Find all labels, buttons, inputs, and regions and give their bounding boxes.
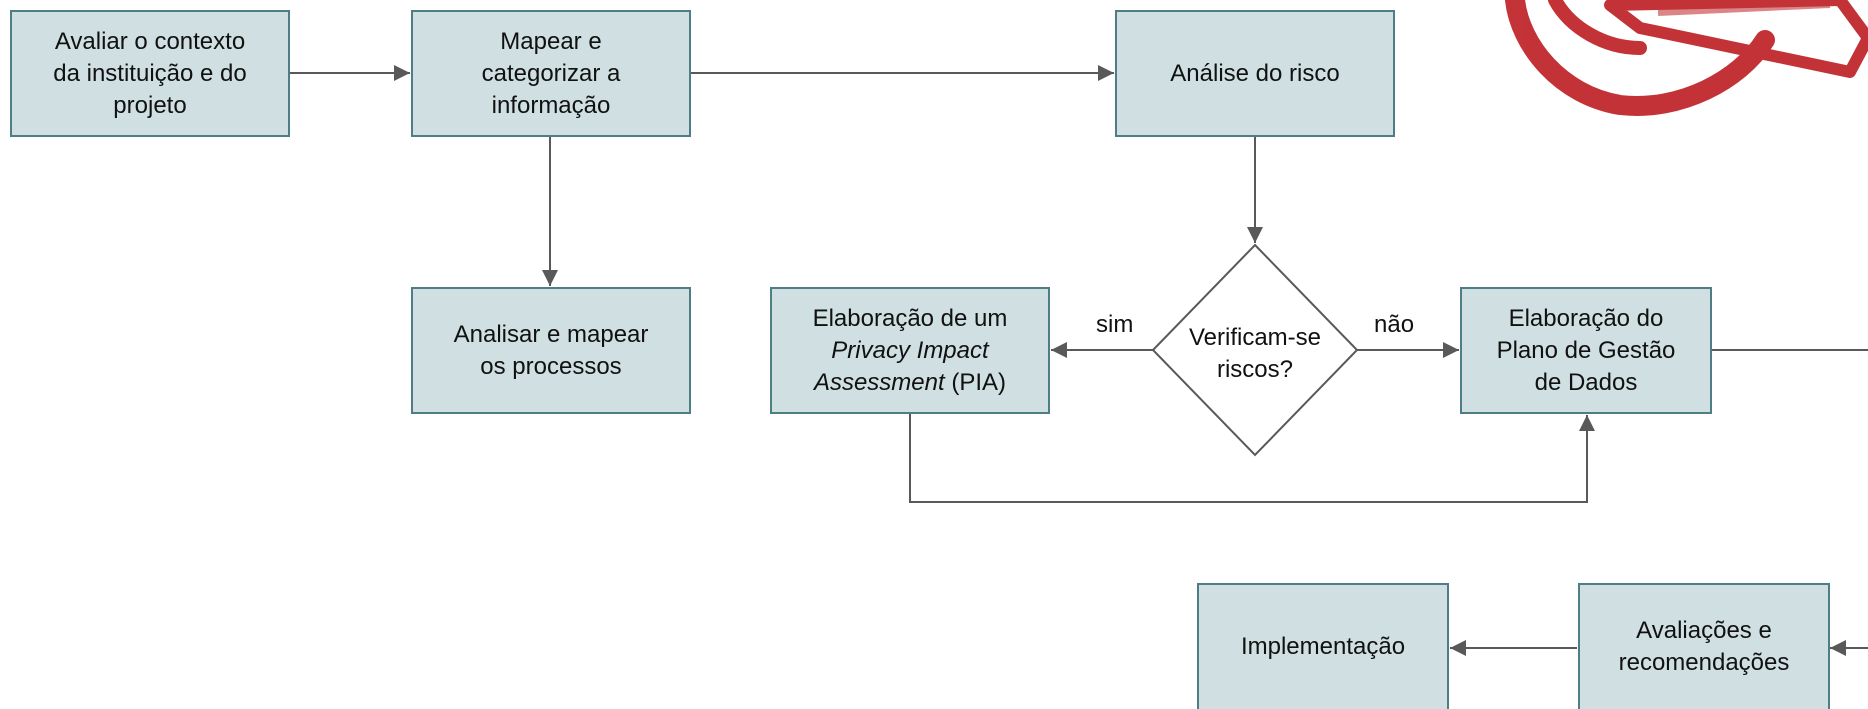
edge-label-no: não xyxy=(1374,311,1415,338)
node-text: Privacy Impact xyxy=(831,336,989,364)
node-text: categorizar a xyxy=(481,59,621,87)
node-text: Elaboração do xyxy=(1508,304,1664,332)
node-text: Analisar e mapear xyxy=(453,320,649,348)
node-analyze-processes: Analisar e mapear os processos xyxy=(411,287,691,414)
node-text: Plano de Gestão xyxy=(1496,336,1676,364)
node-text: riscos? xyxy=(1216,356,1294,383)
node-text: Avaliar o contexto xyxy=(54,27,246,55)
node-text: Implementação xyxy=(1240,633,1406,660)
node-text: Análise do risco xyxy=(1170,59,1340,87)
node-text: Verificam-se xyxy=(1188,324,1322,351)
node-data-management-plan: Elaboração do Plano de Gestão de Dados xyxy=(1460,287,1712,414)
node-text: Elaboração de um xyxy=(812,304,1008,332)
node-text: da instituição e do xyxy=(53,59,247,87)
stamp-icon xyxy=(1505,0,1868,116)
decision-text: Verificam-se riscos? xyxy=(1165,322,1345,386)
node-map-categorize: Mapear e categorizar a informação xyxy=(411,10,691,137)
edge-label-yes: sim xyxy=(1096,311,1134,338)
decision-diamond xyxy=(1151,243,1359,457)
node-text: os processos xyxy=(480,352,622,380)
node-text: recomendações xyxy=(1618,649,1790,676)
node-text: projeto xyxy=(113,91,187,119)
node-implementation: Implementação xyxy=(1197,583,1449,709)
node-text: de Dados xyxy=(1534,368,1638,396)
node-text: Mapear e xyxy=(500,27,602,55)
node-text: (PIA) xyxy=(944,368,1007,396)
edge-n5-n6 xyxy=(909,413,1595,503)
node-risk-analysis: Análise do risco xyxy=(1115,10,1395,137)
node-text: informação xyxy=(491,91,611,119)
node-text: Avaliações e xyxy=(1636,617,1772,644)
node-text: Assessment xyxy=(813,368,945,396)
node-evaluations: Avaliações e recomendações xyxy=(1578,583,1830,709)
node-evaluate-context: Avaliar o contexto da instituição e do p… xyxy=(10,10,290,137)
node-pia: Elaboração de um Privacy Impact Assessme… xyxy=(770,287,1050,414)
